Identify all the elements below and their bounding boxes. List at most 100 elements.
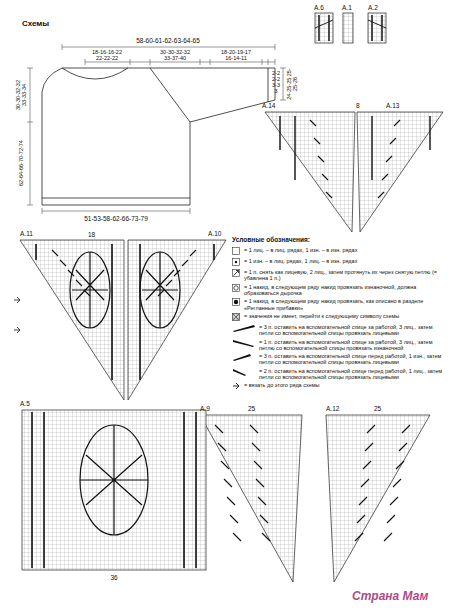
legend-symbol: [232, 368, 256, 377]
legend-row: = 1 п. оставить на вспомогательной спице…: [232, 339, 446, 352]
legend-text: = 3 п. оставить на вспомогательной спице…: [259, 324, 446, 337]
legend-symbol: [232, 339, 256, 348]
cable-stroke: [224, 479, 232, 487]
cable-stroke: [84, 290, 90, 296]
chart-name: A.13: [386, 102, 399, 109]
cable-stroke: [378, 192, 384, 198]
cable-stroke: [254, 461, 262, 469]
dimension-label: 24-25-25 25-25-26: [286, 67, 298, 101]
chart-name: A.9: [200, 405, 210, 412]
dimension-label: 18-16-16-22 22-22-22: [88, 49, 126, 61]
legend-text: = 3 п. оставить на вспомогательной спице…: [259, 353, 446, 366]
cable-stroke: [355, 533, 363, 541]
cable-stroke: [310, 120, 316, 126]
page-title: Схемы: [22, 20, 49, 29]
legend-text: = 1 п. снять как лицевую, 2 лиц., затем …: [244, 269, 446, 282]
legend-symbol: [232, 258, 241, 267]
cable-stroke: [359, 497, 367, 505]
cable-stroke: [396, 461, 404, 469]
stitch-count: 18: [88, 231, 95, 238]
cable-stroke: [357, 515, 365, 523]
watermark: Страна Мам: [352, 590, 428, 603]
cable-stroke: [258, 497, 266, 505]
legend-symbol: [232, 284, 241, 293]
dimension-label: 58-60-61-62-63-64-65: [135, 37, 201, 44]
cable-stroke: [363, 461, 371, 469]
legend-row: = вязать до этого ряда схемы: [232, 382, 446, 391]
cable-stroke: [402, 425, 410, 433]
cable-stroke: [227, 497, 235, 505]
stitch-count: 36: [109, 574, 118, 581]
cable-stroke: [250, 425, 258, 433]
legend-row: = 1 п. снять как лицевую, 2 лиц., затем …: [232, 269, 446, 282]
legend-symbol: [232, 313, 241, 322]
cable-stroke: [367, 425, 375, 433]
legend-row: = 3 п. оставить на вспомогательной спице…: [232, 353, 446, 366]
legend-row: = 2 п. оставить на вспомогательной спице…: [232, 368, 446, 381]
chart-name: A.11: [20, 230, 33, 237]
legend: = 1 лиц. – в лиц. рядах, 1 изн. – в изн.…: [232, 247, 446, 393]
cable-stroke: [174, 270, 180, 276]
legend-row: = 3 п. оставить на вспомогательной спице…: [232, 324, 446, 337]
cable-stroke: [387, 515, 395, 523]
legend-text: = 1 изн. – в лиц. рядах, 1 лиц. – в изн.…: [244, 258, 357, 264]
cable-stroke: [393, 479, 401, 487]
cable-stroke: [318, 156, 324, 162]
cable-stroke: [215, 425, 223, 433]
cable-stroke: [218, 443, 226, 451]
small-charts: [315, 13, 386, 43]
cable-stroke: [60, 260, 66, 266]
legend-row: = 1 лиц. – в лиц. рядах, 1 изн. – в изн.…: [232, 247, 446, 256]
cable-stroke: [166, 280, 172, 286]
cable-stroke: [314, 138, 320, 144]
chart-name: A.2: [368, 4, 378, 11]
stitch-count: 25: [248, 405, 255, 412]
dimension-label: 2-2 2-2 3-3 3: [271, 70, 281, 94]
dimension-lines: [27, 44, 286, 214]
legend-symbol: [232, 247, 241, 256]
dimension-label: 18-20-19-17 16-14-11: [217, 49, 255, 61]
cable-stroke: [233, 533, 241, 541]
cable-stroke: [256, 479, 264, 487]
legend-row: = 1 накид, в следующем ряду накид провяз…: [232, 298, 446, 311]
dimension-label: 62-64-66-70-72-74: [18, 140, 24, 186]
legend-row: = 1 изн. – в лиц. рядах, 1 лиц. – в изн.…: [232, 258, 446, 267]
cable-stroke: [322, 174, 328, 180]
cable-stroke: [182, 260, 188, 266]
cable-stroke: [394, 120, 400, 126]
cable-stroke: [386, 156, 392, 162]
cable-stroke: [221, 461, 229, 469]
legend-text: = значения не имеет, перейти к следующем…: [244, 313, 399, 319]
cable-stroke: [326, 192, 332, 198]
cable-stroke: [260, 515, 268, 523]
cable-stroke: [262, 533, 270, 541]
cable-stroke: [230, 515, 238, 523]
legend-text: = 1 п. оставить на вспомогательной спице…: [259, 339, 446, 352]
legend-text: = 2 п. оставить на вспомогательной спице…: [259, 368, 446, 381]
cable-stroke: [361, 479, 369, 487]
legend-row: = 1 накид, в следующем ряду накид провяз…: [232, 284, 446, 297]
chart-name: A.14: [262, 102, 275, 109]
legend-symbol: [232, 298, 241, 307]
chart-name: A.1: [342, 4, 352, 11]
cable-stroke: [158, 290, 164, 296]
chart-name: A.12: [326, 405, 339, 412]
legend-row: = значения не имеет, перейти к следующем…: [232, 313, 446, 322]
cable-stroke: [390, 497, 398, 505]
legend-symbol: [232, 269, 241, 278]
legend-symbol: [232, 324, 256, 333]
cable-stroke: [76, 280, 82, 286]
legend-text: = 1 накид, в следующем ряду накид провяз…: [244, 298, 446, 311]
chart-name: A.6: [314, 4, 324, 11]
sweater-schematic: [42, 68, 275, 205]
legend-heading: Условные обозначения:: [232, 236, 310, 243]
cable-stroke: [52, 250, 58, 256]
dimension-label: 30-30-32-32 33-37-40: [156, 49, 194, 61]
legend-text: = вязать до этого ряда схемы: [244, 382, 319, 388]
cable-stroke: [68, 270, 74, 276]
dimension-label: 51-53-58-62-66-73-79: [83, 215, 149, 222]
cable-stroke: [252, 443, 260, 451]
cable-stroke: [382, 174, 388, 180]
